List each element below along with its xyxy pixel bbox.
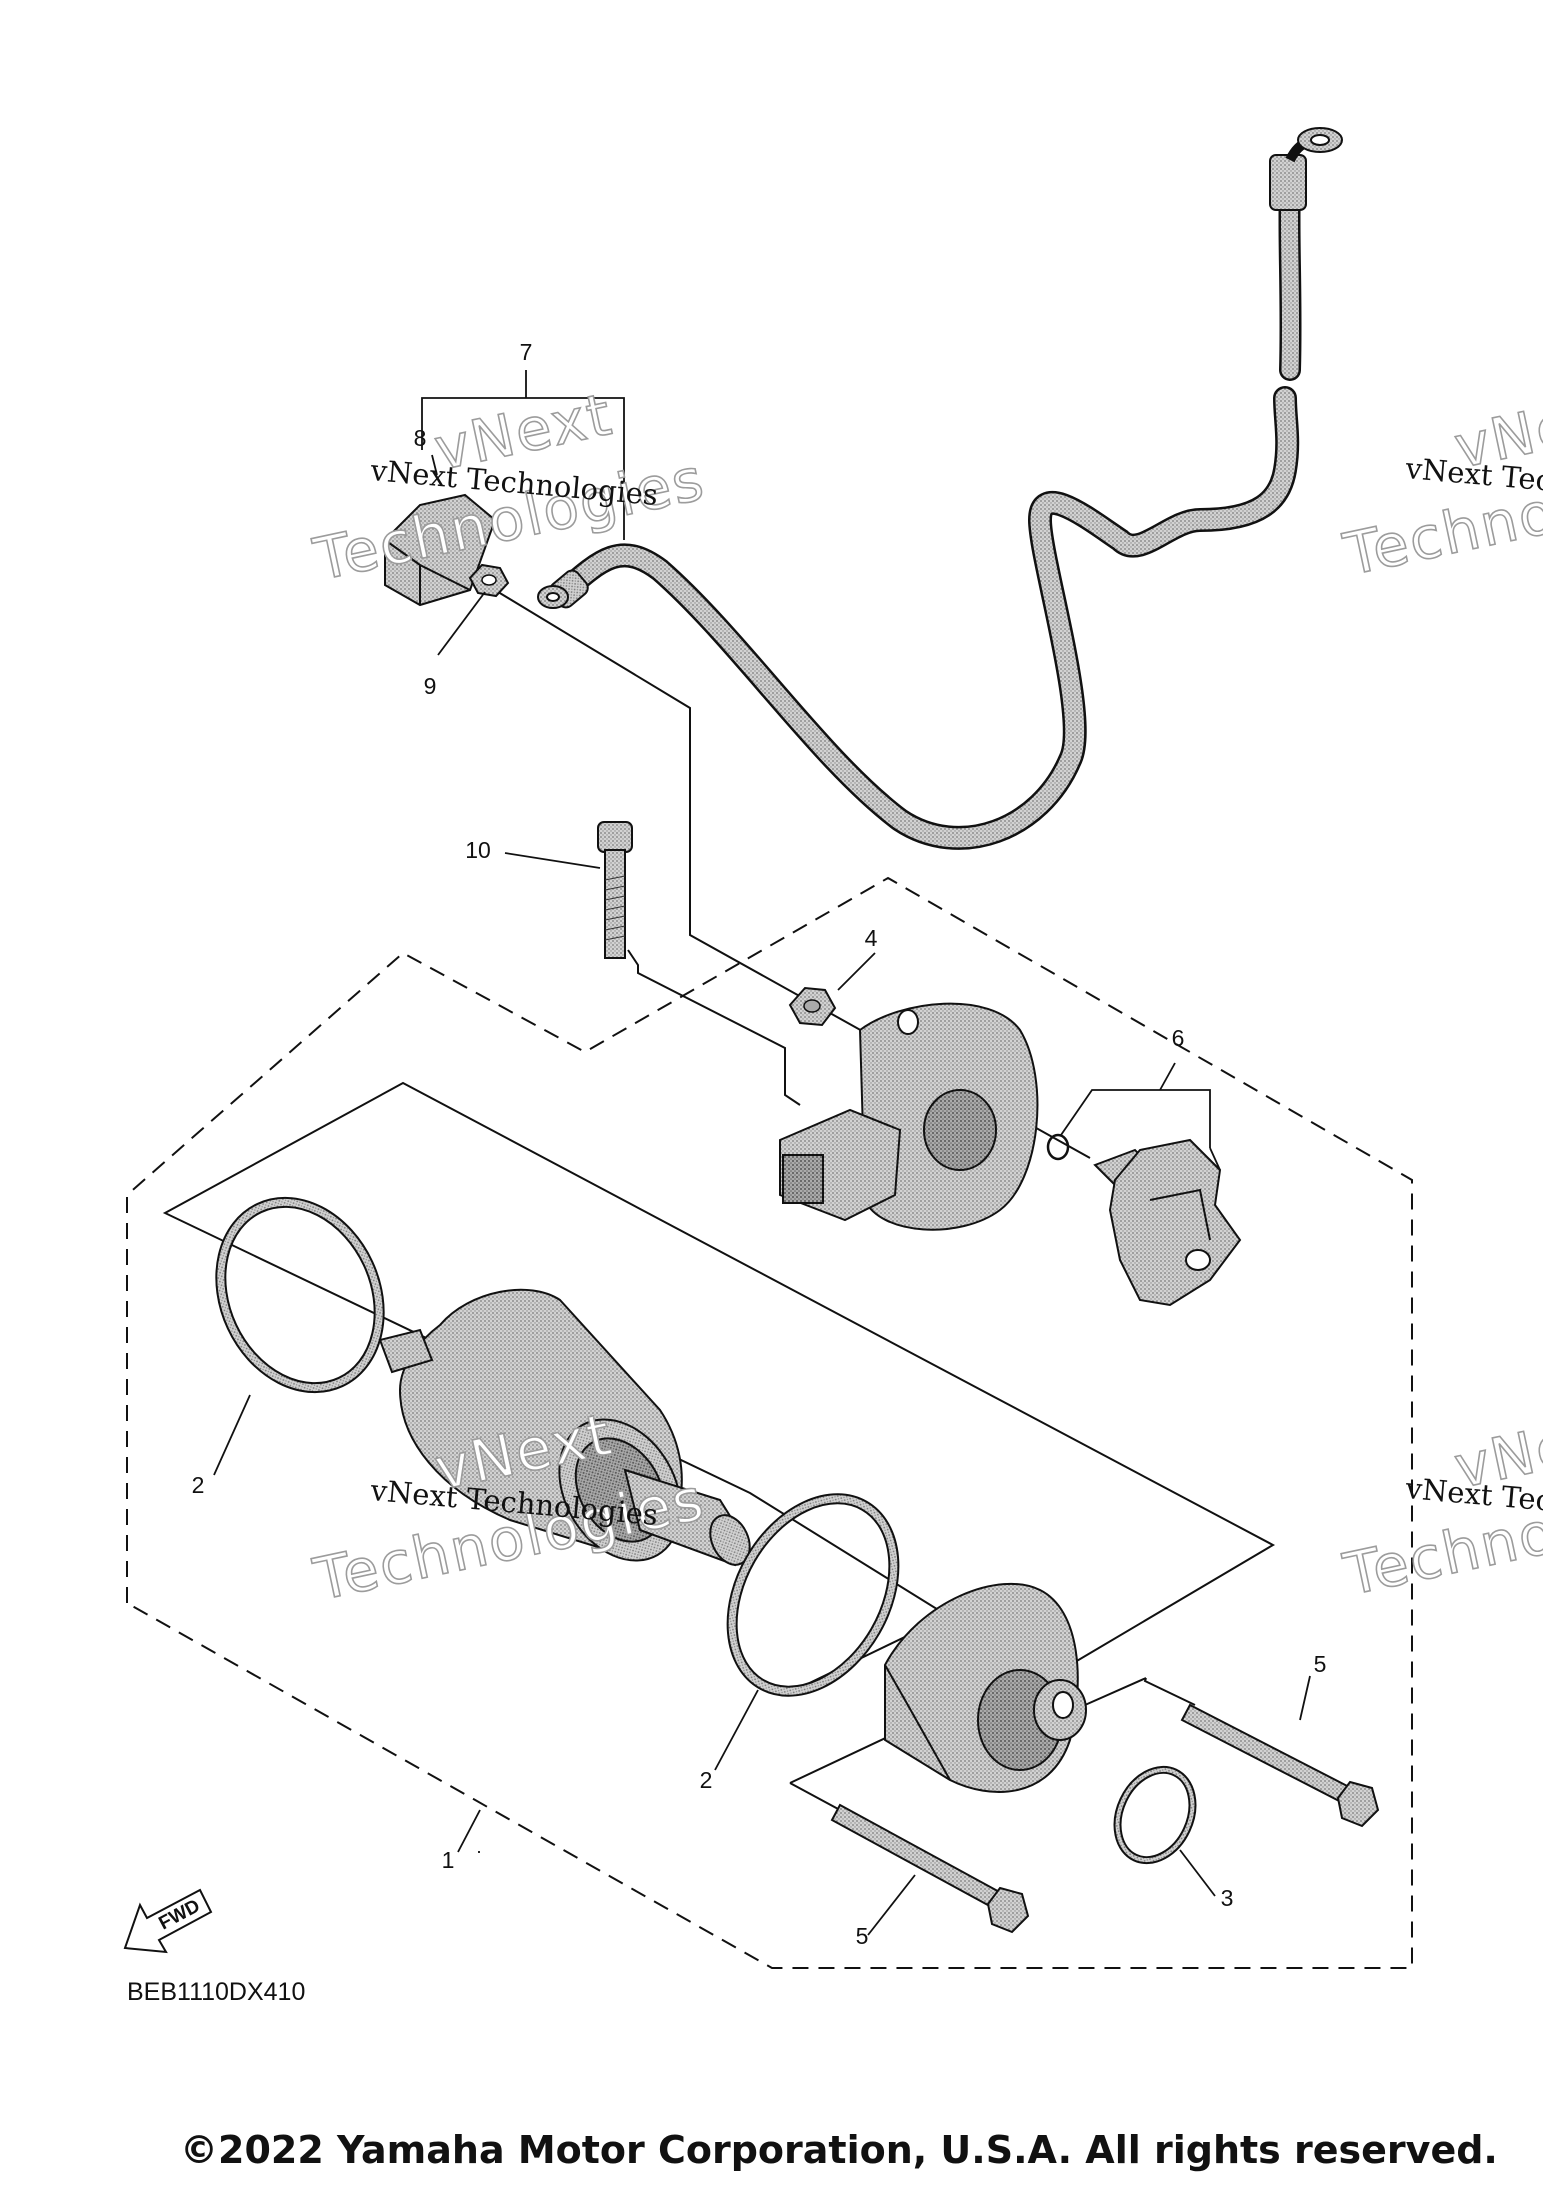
assembly-outline-1 (126, 876, 1413, 1969)
brush-holder (1093, 1138, 1242, 1307)
long-bolt-lower (830, 1803, 1030, 1934)
callout-1: 1 (442, 1847, 455, 1873)
callout-10: 10 (465, 837, 491, 863)
callout-4: 4 (865, 925, 878, 951)
callout-leaders (213, 370, 1311, 1936)
callout-2-left: 2 (192, 1472, 205, 1498)
nut-9 (468, 563, 510, 598)
callout-5-lower: 5 (856, 1923, 869, 1949)
watermark-lower-right: vNext Technologies vNext Technologies (1337, 1397, 1543, 1610)
starter-cable (537, 127, 1343, 850)
callout-8: 8 (414, 425, 427, 451)
small-o-ring (1046, 1133, 1070, 1161)
motor-yoke (378, 1288, 751, 1567)
bolt-10 (597, 821, 633, 959)
callout-2-right: 2 (700, 1767, 713, 1793)
long-bolt-upper (1180, 1703, 1380, 1828)
callout-6: 6 (1172, 1025, 1185, 1051)
callout-7: 7 (520, 339, 533, 365)
rear-cover (884, 1582, 1087, 1793)
copyright-notice: ©2022 Yamaha Motor Corporation, U.S.A. A… (180, 2128, 1498, 2172)
diagram-code: BEB1110DX410 (127, 1978, 305, 2006)
terminal-cover (384, 493, 497, 607)
front-cover (779, 1002, 1039, 1231)
callout-9: 9 (424, 673, 437, 699)
nut-4 (788, 986, 837, 1027)
forward-arrow-icon: FWD (123, 1888, 213, 1954)
watermark-upper-right: vNext Technologies vNext Technologies (1337, 377, 1543, 590)
callout-5-upper: 5 (1314, 1651, 1327, 1677)
callout-3: 3 (1221, 1885, 1234, 1911)
